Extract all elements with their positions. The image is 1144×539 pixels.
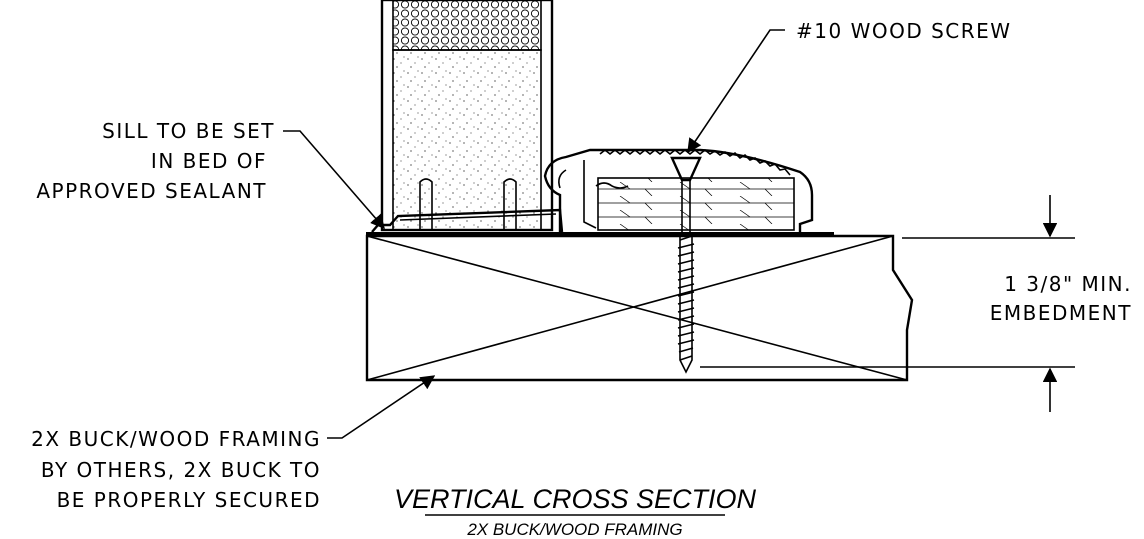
sill-note: SILL TO BE SET IN BED OF APPROVED SEALAN… bbox=[36, 119, 275, 203]
section-subtitle: 2X BUCK/WOOD FRAMING bbox=[466, 520, 682, 539]
screw-label: #10 WOOD SCREW bbox=[796, 19, 1012, 43]
svg-text:IN BED OF: IN BED OF bbox=[151, 149, 267, 173]
svg-text:SILL TO BE SET: SILL TO BE SET bbox=[102, 119, 275, 143]
wood-buck bbox=[365, 234, 914, 382]
svg-text:EMBEDMENT: EMBEDMENT bbox=[990, 301, 1132, 325]
sill-leader bbox=[283, 130, 385, 230]
door-panel bbox=[380, 0, 554, 232]
buck-note: 2X BUCK/WOOD FRAMING BY OTHERS, 2X BUCK … bbox=[31, 427, 321, 512]
embedment-dimension bbox=[700, 195, 1075, 412]
buck-leader bbox=[327, 375, 436, 439]
section-title: VERTICAL CROSS SECTION bbox=[394, 484, 757, 514]
svg-text:2X BUCK/WOOD FRAMING: 2X BUCK/WOOD FRAMING bbox=[31, 427, 321, 451]
screw-leader bbox=[687, 29, 785, 154]
svg-text:APPROVED SEALANT: APPROVED SEALANT bbox=[36, 179, 267, 203]
sill-profile bbox=[371, 148, 814, 233]
svg-text:BY OTHERS, 2X BUCK TO: BY OTHERS, 2X BUCK TO bbox=[41, 458, 321, 482]
sealant-bed bbox=[366, 232, 834, 237]
embedment-note: 1 3/8" MIN. EMBEDMENT bbox=[990, 272, 1132, 325]
svg-text:BE PROPERLY SECURED: BE PROPERLY SECURED bbox=[57, 488, 321, 512]
svg-text:1 3/8" MIN.: 1 3/8" MIN. bbox=[1004, 272, 1132, 296]
